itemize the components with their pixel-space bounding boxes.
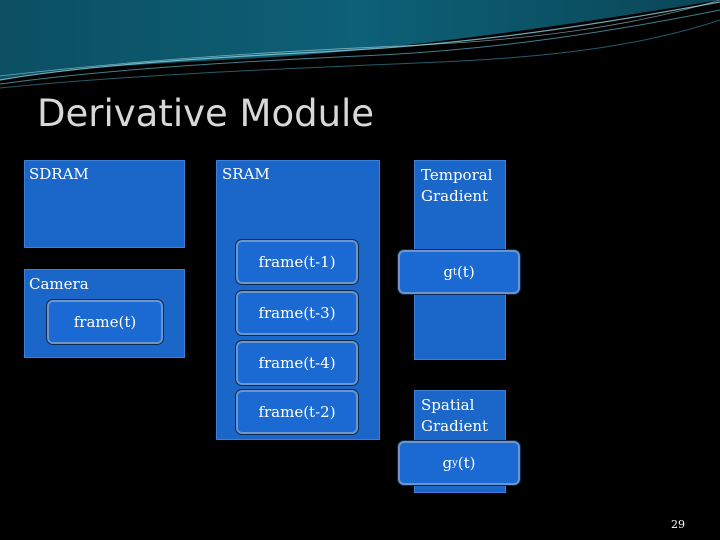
slide-title: Derivative Module xyxy=(37,92,375,135)
gy-arg: (t) xyxy=(457,454,476,472)
gt-subscript: t xyxy=(452,266,457,278)
gy-subscript: y xyxy=(452,457,458,469)
camera-label: Camera xyxy=(29,275,89,293)
gy-base: g xyxy=(442,454,453,472)
frame-t3-pill: frame(t-3) xyxy=(236,291,358,335)
frame-t-pill: frame(t) xyxy=(47,300,163,344)
temporal-gradient-label: Temporal Gradient xyxy=(421,166,493,205)
sdram-label: SDRAM xyxy=(29,165,89,183)
decorative-wave-band xyxy=(0,0,720,89)
gt-base: g xyxy=(443,263,453,281)
spatial-gradient-label: Spatial Gradient xyxy=(421,396,489,435)
page-number: 29 xyxy=(671,518,685,531)
frame-t4-pill: frame(t-4) xyxy=(236,341,358,385)
frame-t1-pill: frame(t-1) xyxy=(236,240,358,284)
sdram-block xyxy=(24,160,185,248)
sram-label: SRAM xyxy=(222,165,270,183)
frame-t2-pill: frame(t-2) xyxy=(236,390,358,434)
gt-arg: (t) xyxy=(456,263,475,281)
